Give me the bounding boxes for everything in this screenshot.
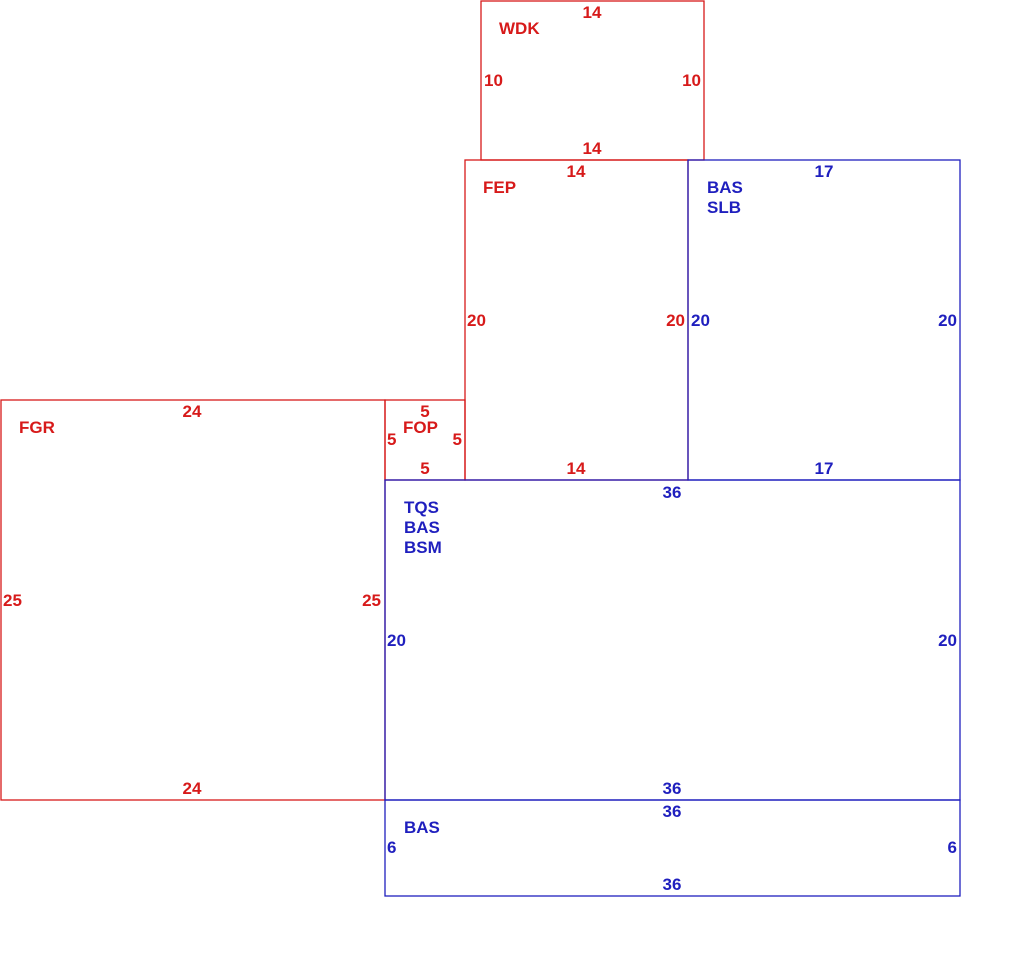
area-bas-outline	[384, 799, 961, 897]
area-fep-top-dimension: 14	[567, 162, 586, 181]
area-fop: FOP 5 5 5 5	[384, 399, 466, 481]
area-bas-slb-bottom-dimension: 17	[815, 459, 834, 478]
area-tqs-bas-bsm: TQS BAS BSM 36 36 20 20	[384, 479, 961, 801]
area-tqs-bas-bsm-bottom-dimension: 36	[663, 779, 682, 798]
area-fep-outline	[464, 159, 689, 481]
area-bas: BAS 36 36 6 6	[384, 799, 961, 897]
area-wdk: WDK 14 14 10 10	[480, 0, 705, 161]
area-bas-left-dimension: 6	[387, 838, 396, 857]
area-bas-code: BAS	[404, 818, 440, 837]
area-bas-bottom-dimension: 36	[663, 875, 682, 894]
area-fgr-outline	[0, 399, 386, 801]
area-bas-slb-code-1: BAS	[707, 178, 743, 197]
area-tqs-bas-bsm-top-dimension: 36	[663, 483, 682, 502]
area-fgr-left-dimension: 25	[3, 591, 22, 610]
area-fgr: FGR 24 24 25 25	[0, 399, 386, 801]
area-wdk-bottom-dimension: 14	[583, 139, 602, 158]
area-bas-slb-code-2: SLB	[707, 198, 741, 217]
area-fep-bottom-dimension: 14	[567, 459, 586, 478]
area-fgr-right-dimension: 25	[362, 591, 381, 610]
area-tqs-bas-bsm-code-1: TQS	[404, 498, 439, 517]
area-wdk-left-dimension: 10	[484, 71, 503, 90]
area-fep: FEP 14 14 20 20	[464, 159, 689, 481]
area-fop-bottom-dimension: 5	[420, 459, 429, 478]
area-bas-slb-right-dimension: 20	[938, 311, 957, 330]
area-tqs-bas-bsm-right-dimension: 20	[938, 631, 957, 650]
area-bas-slb-top-dimension: 17	[815, 162, 834, 181]
area-fop-code: FOP	[403, 418, 438, 437]
area-fep-left-dimension: 20	[467, 311, 486, 330]
area-fep-right-dimension: 20	[666, 311, 685, 330]
area-wdk-right-dimension: 10	[682, 71, 701, 90]
area-tqs-bas-bsm-left-dimension: 20	[387, 631, 406, 650]
area-tqs-bas-bsm-code-2: BAS	[404, 518, 440, 537]
area-fop-right-dimension: 5	[453, 430, 462, 449]
area-bas-slb: BAS SLB 17 17 20 20	[687, 159, 961, 481]
area-fgr-top-dimension: 24	[183, 402, 202, 421]
area-wdk-top-dimension: 14	[583, 3, 602, 22]
area-fgr-code: FGR	[19, 418, 55, 437]
area-bas-right-dimension: 6	[948, 838, 957, 857]
area-tqs-bas-bsm-outline	[384, 479, 961, 801]
area-bas-top-dimension: 36	[663, 802, 682, 821]
area-fgr-bottom-dimension: 24	[183, 779, 202, 798]
area-tqs-bas-bsm-code-3: BSM	[404, 538, 442, 557]
area-fop-top-dimension: 5	[420, 402, 429, 421]
area-bas-slb-left-dimension: 20	[691, 311, 710, 330]
area-wdk-code: WDK	[499, 19, 540, 38]
area-fep-code: FEP	[483, 178, 516, 197]
area-fop-left-dimension: 5	[387, 430, 396, 449]
